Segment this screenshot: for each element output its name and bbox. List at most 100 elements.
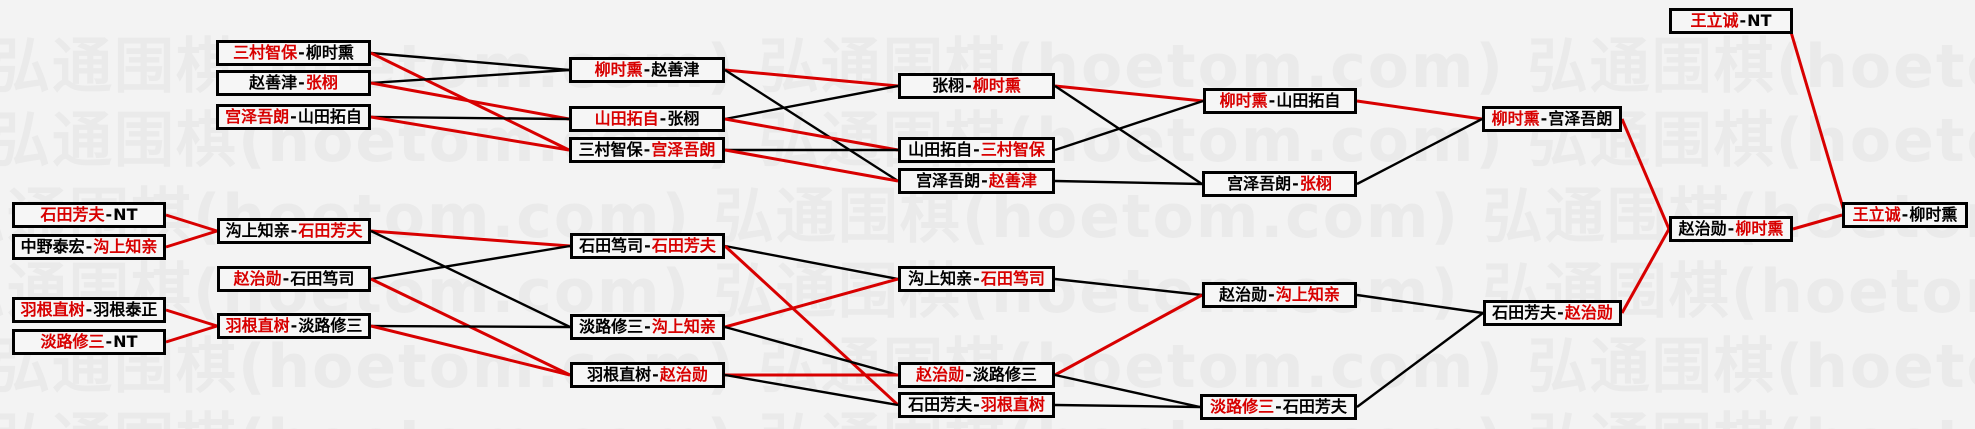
player-name-left: 三村智保 [233,43,298,62]
match-dash: - [659,109,667,128]
player-name-left: 山田拓自 [594,109,659,128]
match-box-b3[interactable]: 三村智保-宫泽吾朗 [569,137,725,163]
match-box-o3[interactable]: 石田芳夫-羽根直树 [898,392,1055,418]
player-name-right: 羽根泰正 [93,300,158,319]
match-box-d1[interactable]: 柳时熏-山田拓自 [1203,88,1357,114]
connector-line-red [723,244,900,407]
player-name-left: 羽根直树 [225,316,290,335]
match-dash: - [298,73,305,92]
player-name-right: 赵治勋 [659,365,708,384]
player-name-right: 张栩 [1299,174,1332,193]
player-name-right: 沟上知亲 [651,317,716,336]
match-box-n3[interactable]: 羽根直树-赵治勋 [570,362,725,388]
connector-line-black [370,68,570,85]
player-name-left: 淡路修三 [579,317,644,336]
connector-line-black [1356,117,1483,186]
match-box-l1[interactable]: 石田芳夫-NT [12,202,166,228]
match-box-t1[interactable]: 王立诚-柳时熏 [1842,202,1968,228]
connector-line-red [724,148,899,183]
player-name-right: 三村智保 [980,140,1045,159]
player-name-right: 柳时熏 [305,43,354,62]
match-box-r1[interactable]: 赵治勋-柳时熏 [1669,216,1793,242]
connector-line-red [1792,213,1843,231]
match-box-a3[interactable]: 宫泽吾朗-山田拓自 [216,104,371,130]
connector-line-black [1356,312,1484,408]
match-box-b1[interactable]: 柳时熏-赵善津 [569,57,725,83]
match-dash: - [85,237,93,256]
match-dash: - [652,365,659,384]
match-dash: - [965,365,972,384]
match-box-e1[interactable]: 柳时熏-宫泽吾朗 [1482,106,1622,132]
player-name-left: 赵治勋 [916,365,965,384]
player-name-left: 石田笃司 [579,236,644,255]
match-dash: - [290,221,298,240]
player-name-right: 石田芳夫 [651,236,716,255]
match-box-o1[interactable]: 沟上知亲-石田笃司 [898,266,1055,292]
player-name-right: 赵善津 [988,171,1037,190]
connector-line-red [1356,99,1483,121]
player-name-right: NT [113,205,138,224]
player-name-right: 石田芳夫 [1282,397,1347,416]
match-box-d2[interactable]: 宫泽吾朗-张栩 [1202,171,1357,197]
player-name-right: 赵善津 [651,60,700,79]
match-box-m2[interactable]: 赵治勋-石田笃司 [217,266,371,292]
player-name-left: 赵治勋 [233,269,282,288]
match-box-n2[interactable]: 淡路修三-沟上知亲 [570,314,725,340]
player-name-left: 三村智保 [578,140,643,159]
player-name-right: 柳时熏 [1909,205,1958,224]
player-name-right: 柳时熏 [1735,219,1784,238]
match-box-p1[interactable]: 赵治勋-沟上知亲 [1202,282,1357,308]
match-dash: - [973,140,980,159]
connector-line-black [724,325,899,377]
connector-line-red [370,324,571,377]
player-name-left: 沟上知亲 [225,221,290,240]
match-dash: - [282,269,290,288]
connector-line-red [1789,31,1846,212]
player-name-right: 赵治勋 [1564,303,1613,322]
player-name-right: 张栩 [305,73,338,92]
player-name-right: NT [1747,11,1772,30]
match-dash: - [1268,91,1276,110]
player-name-left: 中野泰宏 [20,237,85,256]
match-box-m1[interactable]: 沟上知亲-石田芳夫 [217,218,371,244]
player-name-left: 赵善津 [249,73,298,92]
player-name-left: 羽根直树 [20,300,85,319]
player-name-right: NT [113,332,138,351]
match-box-n1[interactable]: 石田笃司-石田芳夫 [570,233,725,259]
connector-line-red [1620,228,1671,314]
player-name-left: 山田拓自 [908,140,973,159]
match-dash: - [1540,109,1548,128]
player-name-left: 柳时熏 [1491,109,1540,128]
match-box-a2[interactable]: 赵善津-张栩 [216,70,371,96]
player-name-left: 宫泽吾朗 [225,107,290,126]
connector-line-black [370,115,570,121]
match-box-c1[interactable]: 张栩-柳时熏 [898,73,1055,99]
match-box-l3[interactable]: 羽根直树-羽根泰正 [12,297,166,323]
connector-line-red [165,229,218,249]
match-box-c3[interactable]: 宫泽吾朗-赵善津 [898,168,1055,194]
player-name-right: 宫泽吾朗 [1548,109,1613,128]
player-name-left: 赵治勋 [1678,219,1727,238]
match-box-c2[interactable]: 山田拓自-三村智保 [898,137,1055,163]
match-dash: - [290,316,298,335]
match-box-o2[interactable]: 赵治勋-淡路修三 [898,362,1055,388]
match-box-l2[interactable]: 中野泰宏-沟上知亲 [12,234,166,260]
match-box-a1[interactable]: 三村智保-柳时熏 [216,40,371,66]
connector-line-red [724,277,899,329]
player-name-right: 沟上知亲 [93,237,158,256]
connector-line-black [724,244,899,281]
match-dash: - [973,395,980,414]
match-box-s1[interactable]: 王立诚-NT [1669,8,1793,34]
match-dash: - [965,76,972,95]
match-box-l4[interactable]: 淡路修三-NT [12,329,166,355]
match-box-p2[interactable]: 淡路修三-石田芳夫 [1200,394,1357,420]
match-box-m3[interactable]: 羽根直树-淡路修三 [217,313,371,339]
match-box-q1[interactable]: 石田芳夫-赵治勋 [1483,300,1622,326]
player-name-right: 石田笃司 [980,269,1045,288]
player-name-left: 石田芳夫 [1492,303,1557,322]
connector-line-red [370,229,571,248]
match-box-b2[interactable]: 山田拓自-张栩 [569,106,725,132]
connector-line-black [1054,403,1201,409]
